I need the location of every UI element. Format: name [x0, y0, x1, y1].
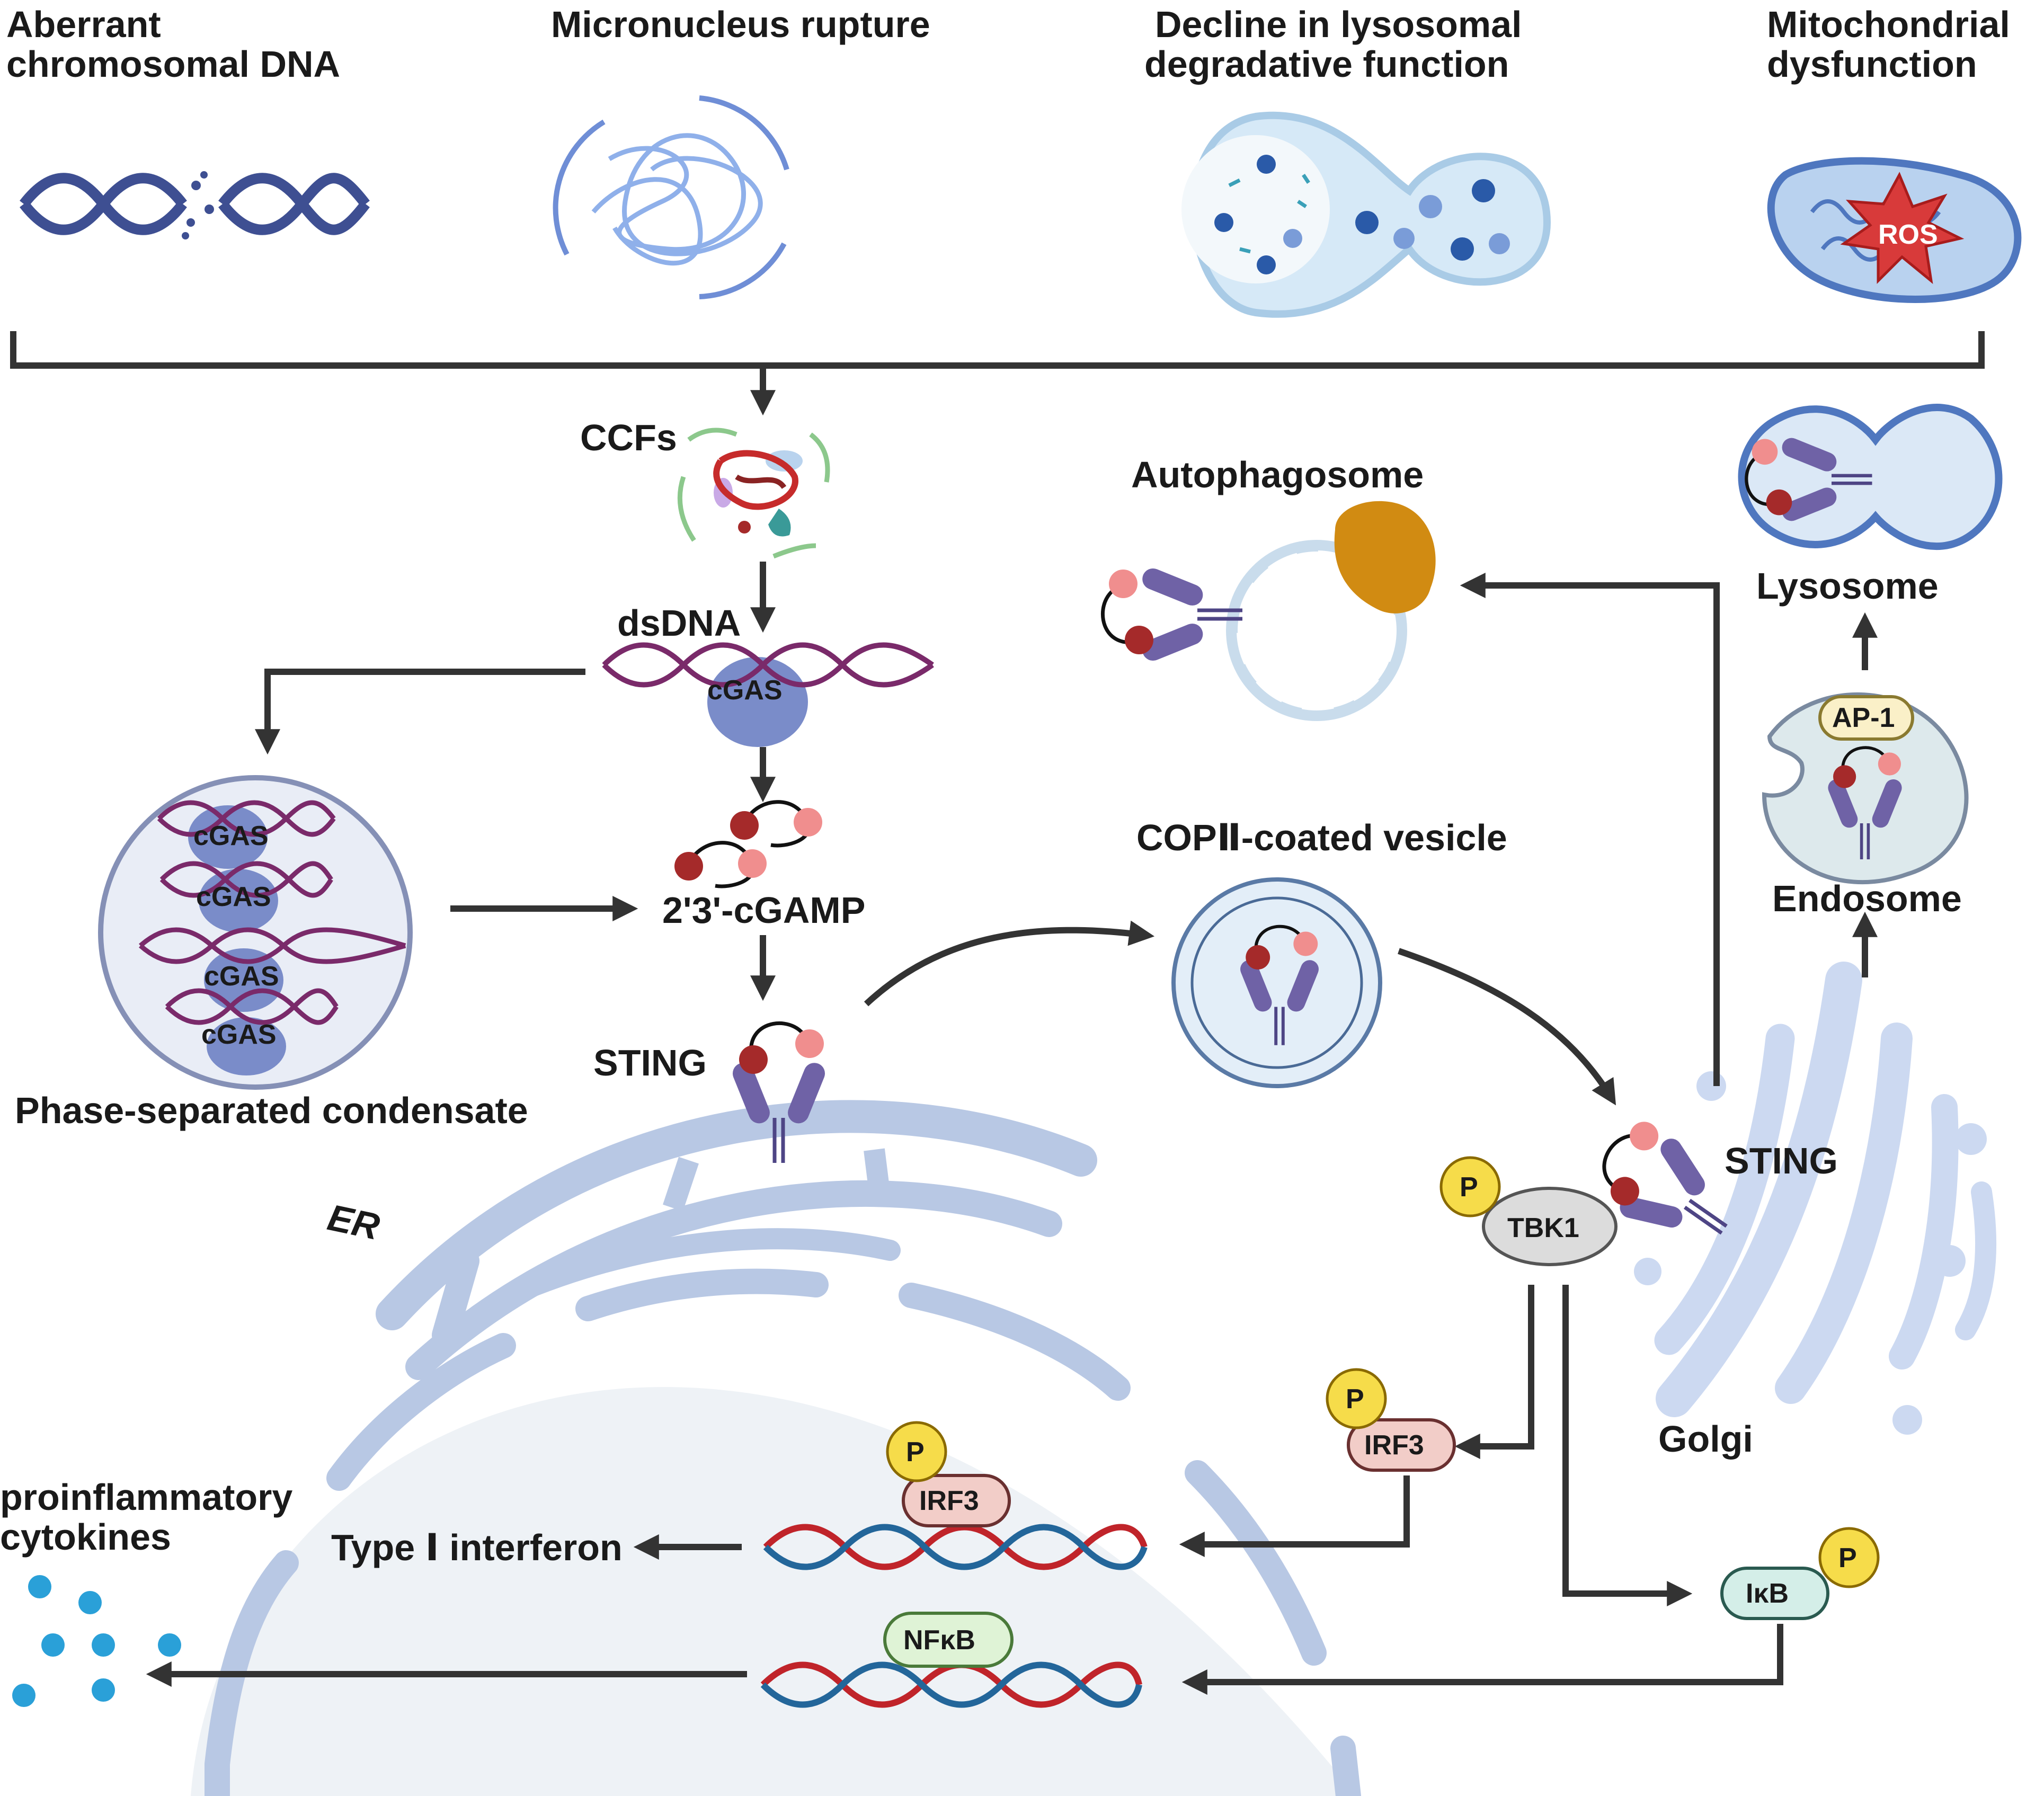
arrow-tbk1-to-ikb — [1562, 1285, 1693, 1606]
condensate-cgas-label-4: cGAS — [201, 1019, 277, 1050]
nfkb-label: NFκB — [903, 1625, 975, 1656]
ikb-label: IκB — [1746, 1578, 1789, 1609]
ikb-phosphorylated: IκB P — [1720, 1527, 1880, 1620]
arrow-copii-to-golgi — [1398, 948, 1616, 1106]
cytokines-label-1: proinflammatory — [0, 1477, 292, 1518]
sting-golgi-label: STING — [1725, 1140, 1838, 1181]
irf3-phosphorylated: IRF3 P — [1326, 1368, 1456, 1472]
lysosome-fusion-icon — [1181, 111, 1551, 318]
tbk1-label: TBK1 — [1507, 1213, 1579, 1243]
er-label: ER — [324, 1196, 384, 1248]
mito-label-1: Mitochondrial — [1767, 4, 2010, 45]
condensate-cgas-2: cGAS — [159, 861, 333, 932]
ccfs-group: CCFs dsDNA cGAS — [255, 417, 934, 803]
ruptured-micronucleus-icon — [553, 95, 789, 299]
condensate-label: Phase-separated condensate — [15, 1090, 528, 1131]
nuclear-irf3-label: IRF3 — [919, 1486, 979, 1516]
irf3-phospho-label: P — [1346, 1384, 1364, 1415]
dsdna-cgas-complex: cGAS — [602, 642, 934, 747]
cytokines: proinflammatory cytokines — [0, 1477, 292, 1707]
dsdna-label: dsDNA — [617, 602, 741, 644]
golgi-label: Golgi — [1658, 1418, 1753, 1460]
endosome-label: Endosome — [1772, 878, 1962, 919]
tbk1-phospho-label: P — [1460, 1172, 1478, 1203]
golgi-apparatus: Golgi — [1634, 962, 1997, 1460]
ifn-gene-dna: IRF3 P — [763, 1421, 1148, 1570]
broken-dna-icon — [20, 171, 370, 239]
convergence-bracket — [10, 331, 1985, 369]
mito-label-2: dysfunction — [1767, 43, 1977, 85]
arrow-golgi-to-autophagosome — [1460, 573, 1720, 1086]
lysosome-label: Lysosome — [1756, 565, 1939, 607]
top-row: Aberrant chromosomal DNA Micronucleus ru… — [6, 4, 2022, 416]
copii-vesicle: COPⅡ-coated vesicle — [1136, 817, 1507, 1088]
cgamp-label: 2'3'-cGAMP — [662, 890, 865, 931]
arrow-irf3-to-nucleus — [1179, 1475, 1410, 1557]
nuclear-irf3-phospho-label: P — [906, 1437, 925, 1468]
arrow-to-condensate — [255, 669, 585, 755]
ap1-label: AP-1 — [1832, 703, 1895, 733]
phase-separated-condensate: cGAS cGAS cGAS cGAS Phase-separated cond… — [15, 775, 528, 1131]
arrow-tbk1-to-irf3 — [1454, 1285, 1534, 1459]
arrow-sting-to-copii — [864, 920, 1155, 1007]
cgas-label: cGAS — [707, 675, 783, 706]
endosome: AP-1 Endosome — [1762, 692, 1969, 919]
damaged-mitochondrion-icon: ROS — [1767, 157, 2022, 303]
ifn-label: Type Ⅰ interferon — [331, 1527, 623, 1568]
autophagosome: Autophagosome — [1103, 454, 1436, 721]
ikb-phospho-label: P — [1838, 1543, 1857, 1573]
sting-er: STING — [593, 1023, 828, 1163]
lysosomal-label-2: degradative function — [1144, 43, 1509, 85]
autophagosome-label: Autophagosome — [1131, 454, 1424, 495]
condensate-cgas-3: cGAS — [139, 927, 406, 1012]
condensate-cgas-label-2: cGAS — [196, 882, 271, 912]
sting-er-label: STING — [593, 1042, 707, 1083]
cgamp-molecules: 2'3'-cGAMP — [662, 800, 865, 931]
ros-label: ROS — [1878, 219, 1938, 250]
sting-golgi: STING — [1581, 1109, 1838, 1270]
lysosomal-label-1: Decline in lysosomal — [1155, 4, 1522, 45]
tbk1: TBK1 P — [1439, 1156, 1618, 1266]
ccf-fragment-icon — [677, 428, 830, 559]
endoplasmic-reticulum: ER — [324, 1100, 1097, 1380]
irf3-label: IRF3 — [1364, 1430, 1424, 1461]
nfkb-gene-dna: NFκB — [760, 1612, 1142, 1708]
condensate-cgas-4: cGAS — [165, 988, 339, 1075]
ccfs-label: CCFs — [580, 417, 677, 458]
condensate-cgas-1: cGAS — [157, 800, 336, 869]
aberrant-label-2: chromosomal DNA — [6, 43, 340, 85]
micronucleus-label: Micronucleus rupture — [551, 4, 930, 45]
condensate-cgas-label-3: cGAS — [204, 961, 279, 992]
copii-label: COPⅡ-coated vesicle — [1136, 817, 1507, 858]
lysosome: Lysosome — [1738, 404, 2003, 607]
condensate-cgas-label-1: cGAS — [193, 821, 269, 851]
cytokines-label-2: cytokines — [0, 1516, 171, 1558]
arrow-ikb-to-nucleus — [1181, 1624, 1783, 1695]
aberrant-label-1: Aberrant — [6, 4, 161, 45]
